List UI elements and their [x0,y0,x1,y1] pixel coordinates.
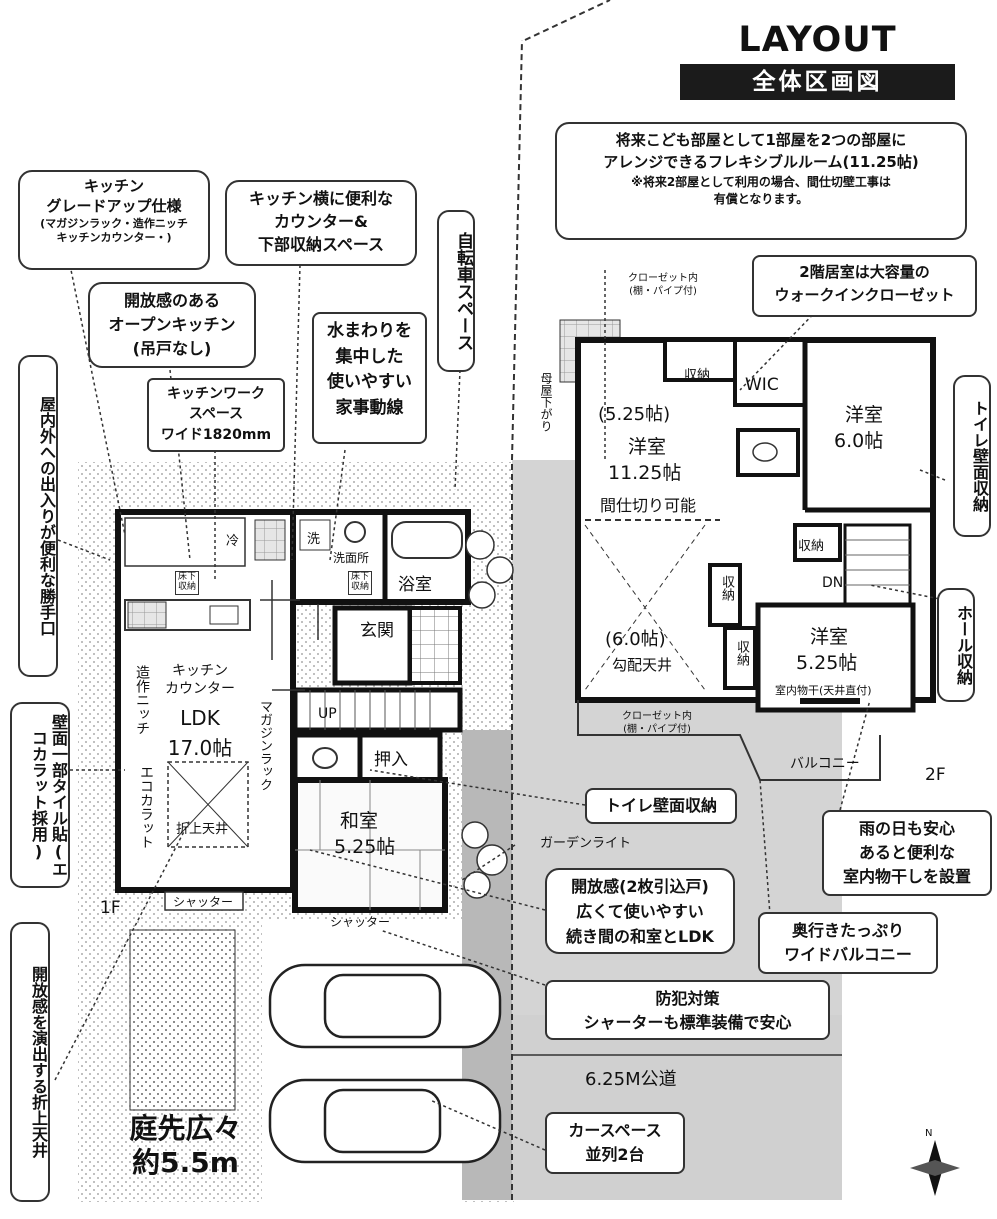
niche-label: 造作ニッチ [134,665,150,735]
partition-label: 間仕切り可能 [600,496,697,515]
page-subtitle: 全体区画図 [680,64,955,100]
wash-label: 洗 [307,532,321,547]
callout-drying: 雨の日も安心あると便利な室内物干しを設置 [822,810,992,896]
room-525-size: 5.25帖 [796,652,858,674]
fridge-label: 冷 [226,534,240,549]
closet-top-label: クローゼット内(棚・パイプ付) [628,273,698,297]
storage-label-top: 収納 [684,368,711,383]
plants [461,530,514,899]
storage-label-4: 収納 [734,640,749,666]
slope-ceiling-label: 勾配天井 [612,656,673,674]
washitsu-name: 和室 [340,810,379,832]
floor2-label: 2F [925,765,946,785]
callout-back-door: 屋内外への出入りが便利な勝手口 [18,355,58,677]
room-525-name: 洋室 [810,626,849,648]
oshiire-label: 押入 [374,750,408,770]
callout-work-space: キッチンワークスペースワイド1820mm [147,378,285,452]
car-1 [268,963,502,1049]
flex-room-name: 洋室 [628,436,667,458]
callout-ceiling: 開放感を演出する折上天井 [10,922,50,1202]
callout-flexible: 将来こども部屋として1部屋を2つの部屋にアレンジできるフレキシブルルーム(11.… [555,122,967,240]
magazine-rack-label: マガジンラック [257,700,272,791]
closet-bottom-label: クローゼット内(棚・パイプ付) [622,711,692,735]
floor1-plan [115,509,471,913]
pantry-label: 床下収納 [175,571,200,595]
garden-text: 庭先広々約5.5m [129,1112,242,1179]
callout-kitchen-grade: キッチングレードアップ仕様 (マガジンラック・造作ニッチキッチンカウンター・) [18,170,210,270]
car-2 [268,1078,502,1164]
garden-light-label: ガーデンライト [540,836,632,851]
flex-room-size: 11.25帖 [608,462,682,484]
balcony-label: バルコニー [790,756,860,772]
callout-water: 水まわりを集中した使いやすい家事動線 [312,312,427,444]
callout-toilet-storage-center: トイレ壁面収納 [585,788,737,824]
garden-dots [130,930,235,1110]
callout-bicycle: 自転車スペース [437,210,475,372]
bath-label: 浴室 [398,575,432,595]
storage-label-2: 収納 [798,539,825,554]
callout-open-kitchen: 開放感のあるオープンキッチン(吊戸なし) [88,282,256,368]
callout-hall-storage: ホール収納 [937,588,975,702]
flex-room-sub: (5.25帖) [598,404,671,425]
wic-label: WIC [745,375,779,395]
site-boundary [511,0,611,1200]
compass-north: N [925,1128,933,1139]
callout-kitchen-counter: キッチン横に便利なカウンター&下部収納スペース [225,180,417,266]
drying-label: 室内物干(天井直付) [775,684,872,697]
shutter-label-1: シャッター [173,895,234,909]
washroom-label: 洗面所 [333,551,370,565]
compass-icon [910,1140,960,1196]
roof-note: 母屋下がり [539,372,553,432]
folded-ceiling-label: 折上天井 [176,822,229,837]
up-label: UP [318,706,337,722]
callout-tile: 壁面一部タイル貼(エコカラット採用) [10,702,70,888]
road-label: 6.25M公道 [585,1069,677,1090]
room-6-name: 洋室 [845,404,884,426]
kitchen-counter-label: キッチンカウンター [165,663,235,698]
callout-japanese-room: 開放感(2枚引込戸)広くて使いやすい続き間の和室とLDK [545,868,735,954]
washitsu-size: 5.25帖 [334,836,396,858]
ldk-size: 17.0帖 [167,736,233,760]
entrance-label: 玄関 [360,621,394,641]
callout-security: 防犯対策シャーターも標準装備で安心 [545,980,830,1040]
storage-label-3: 収納 [719,575,734,601]
floor2-plan [559,319,936,781]
callout-balcony: 奥行きたっぷりワイドバルコニー [758,912,938,974]
shutter-label-2: シャッター [330,915,391,929]
ecocarat-label: エコカラット [138,765,154,849]
floor1-label: 1F [100,898,121,918]
dn-label: DN [822,575,844,591]
room-6-size: 6.0帖 [834,430,884,452]
ldk-name: LDK [180,706,220,730]
callout-wic: 2階居室は大容量のウォークインクローゼット [752,255,977,317]
callout-toilet-storage-right: トイレ壁面収納 [953,375,991,537]
sub-6-label: (6.0帖) [605,629,666,650]
pantry-label-2: 床下収納 [348,571,373,595]
callout-carport: カースペース並列2台 [545,1112,685,1174]
